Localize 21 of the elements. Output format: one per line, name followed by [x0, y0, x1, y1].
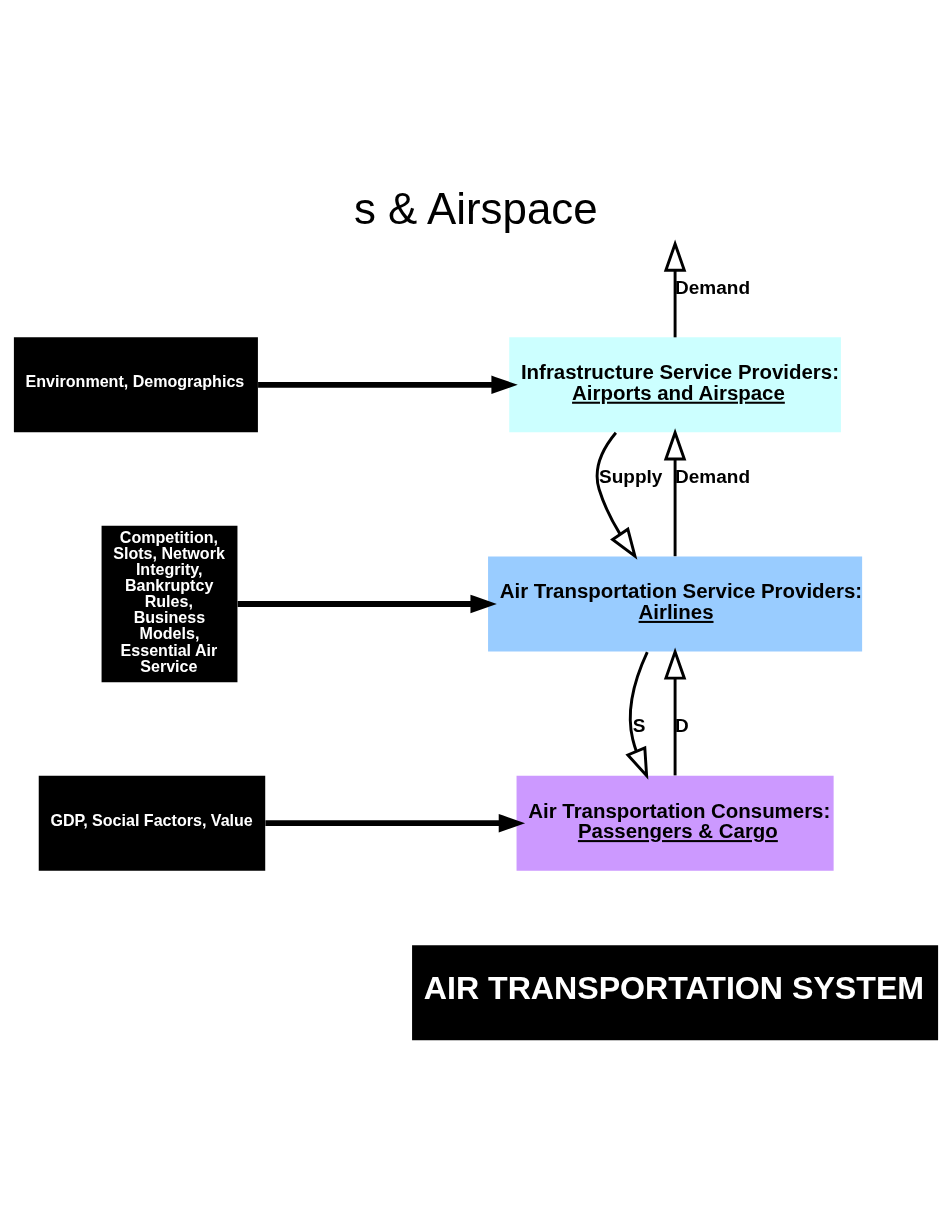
node-box: Air Transportation Consumers: Passengers & Cargo	[516, 775, 834, 871]
arrow	[595, 431, 638, 560]
arrow	[265, 813, 526, 832]
edge-label: Supply	[599, 465, 663, 487]
arrow	[625, 650, 649, 780]
node-box: AIR TRANSPORTATION SYSTEM	[412, 944, 939, 1040]
edge-label: Demand	[675, 465, 750, 487]
edge-label: D	[675, 714, 689, 736]
diagram-title: s & Airspace	[353, 183, 598, 233]
arrow	[258, 375, 518, 394]
arrow	[663, 239, 687, 337]
node-box: Infrastructure Service Providers: Airports and Airspace	[509, 336, 841, 432]
node-box: Competition, Slots, Network Integrity, Bankruptcy Rules, Business Models, Essential Air Service	[101, 525, 238, 682]
node-box: Air Transportation Service Providers: Airlines	[488, 556, 863, 651]
node-box: GDP, Social Factors, Value	[38, 775, 266, 871]
edge-label: Demand	[675, 276, 750, 298]
node-box: Environment, Demographics	[13, 336, 258, 432]
edge-label: S	[632, 714, 646, 736]
arrow	[663, 646, 687, 775]
arrow	[237, 594, 497, 613]
arrow	[663, 427, 687, 556]
